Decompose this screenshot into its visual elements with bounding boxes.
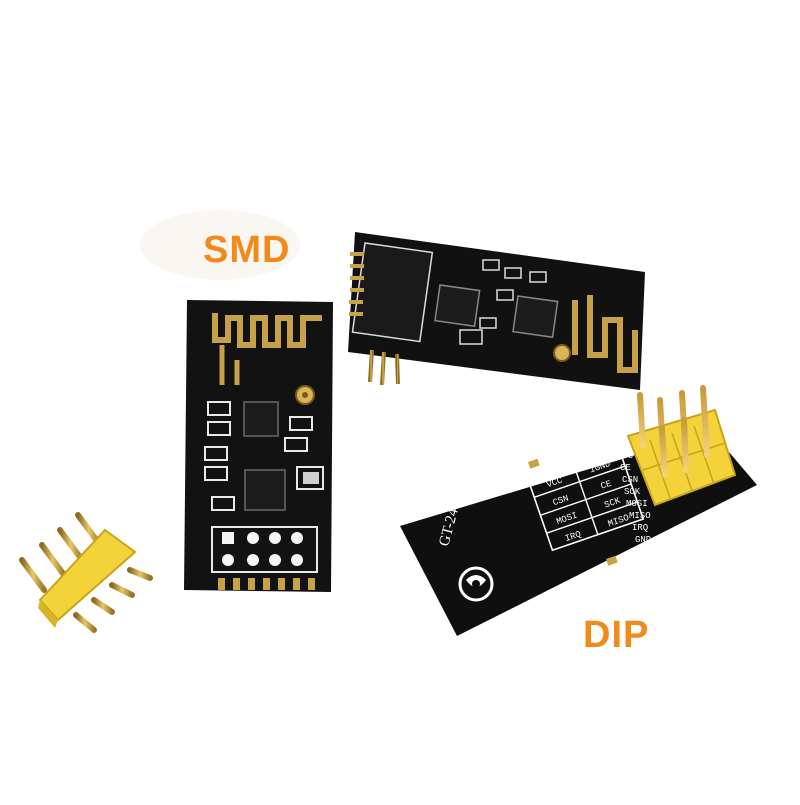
pin-table: VCC 1GND CSN CE MOSI SCK IRQ MISO — [527, 448, 645, 552]
smd-chip-1 — [243, 401, 279, 437]
pin-list-4: MOSI — [626, 499, 648, 509]
dip-module-front: VCC 1GND CSN CE MOSI SCK IRQ MISO VCC CE… — [400, 385, 757, 636]
header-plastic — [38, 528, 137, 622]
smd-chip-2 — [244, 469, 286, 511]
pin-cell-ce: CE — [599, 479, 612, 492]
smd-label: SMD — [203, 229, 291, 271]
pin-list-3: SCK — [624, 487, 641, 497]
manufacturer-logo — [458, 566, 494, 602]
pin-list-0: VCC — [617, 451, 634, 461]
pin-list-2: CSN — [622, 475, 638, 485]
pcb-antenna — [212, 313, 322, 348]
pin-list-5: MISO — [629, 511, 651, 521]
dip-module-top — [348, 232, 645, 390]
smd-module — [184, 300, 333, 592]
dip-label: DIP — [583, 614, 650, 656]
pin-list-7: GND — [635, 535, 651, 545]
background-haze — [140, 210, 300, 280]
pin-list-6: IRQ — [632, 523, 648, 533]
pin-list: VCC CE CSN SCK MOSI MISO IRQ GND — [617, 451, 651, 545]
pin-cell-csn: CSN — [552, 493, 571, 508]
loose-pin-header — [19, 512, 153, 633]
smd-pin-header-pads — [211, 526, 318, 573]
pin-list-1: CE — [620, 463, 631, 473]
pin-cell-irq: IRQ — [564, 529, 583, 544]
